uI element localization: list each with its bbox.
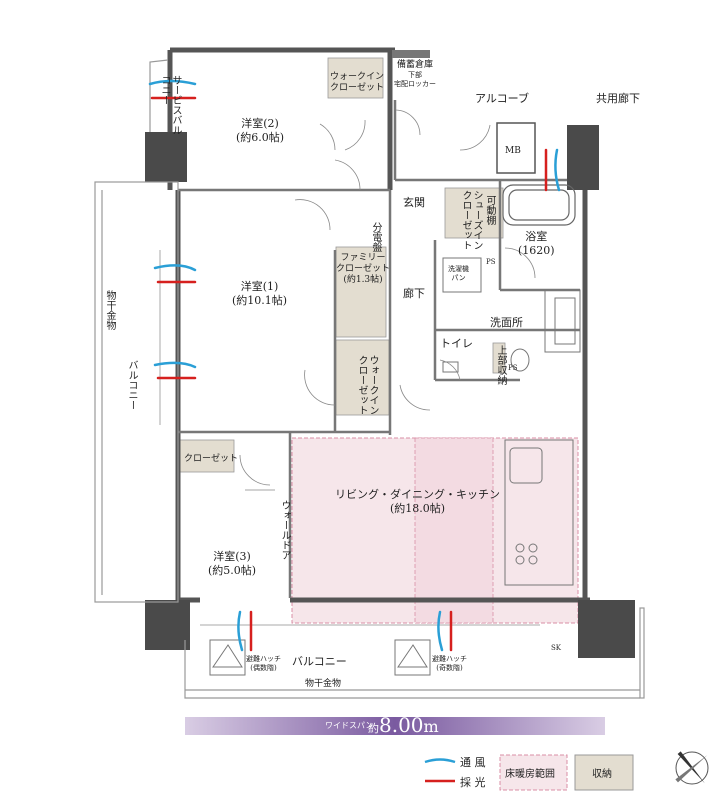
sk-label: SK	[551, 644, 562, 652]
mb-label: MB	[505, 146, 521, 156]
storage-legend-swatch	[574, 754, 634, 791]
ps-label-2: PS	[508, 364, 518, 372]
west-balcony-label: バルコニー	[126, 360, 137, 410]
door-swings	[239, 109, 536, 491]
north-compass-icon	[675, 751, 709, 785]
south-rail-label: 物干金物	[305, 679, 342, 689]
toilet-label: トイレ	[440, 337, 473, 350]
movable-shelf-label: 可動棚	[484, 195, 495, 225]
windows	[159, 250, 540, 626]
mb-box	[496, 122, 536, 174]
washroom-label: 洗面所	[490, 316, 523, 329]
ldk-label: リビング・ダイニング・キッチン(約18.0帖)	[335, 488, 500, 515]
closet-bedroom3-label: クローゼット	[184, 454, 239, 464]
balcony-outlines	[94, 59, 645, 699]
wide-span-label: ワイドスパン	[325, 721, 374, 730]
ventilation-legend-icon	[424, 758, 456, 764]
storage-areas	[177, 57, 506, 473]
legend-daylight-text: 採 光	[460, 776, 486, 789]
interior-walls	[178, 100, 580, 598]
legend-ventilation-text: 通 風	[460, 756, 486, 769]
kitchen-counter	[504, 439, 574, 586]
wide-span-value: 約8.00m	[368, 713, 439, 737]
bedroom2-label: 洋室(2)(約6.0帖)	[236, 117, 285, 144]
wind-light-arrows	[148, 79, 561, 652]
wic-bedroom2-label: ウォークイン クローゼット	[330, 72, 385, 93]
floor-heating-area	[291, 437, 579, 624]
hallway-label: 廊下	[403, 287, 425, 300]
distribution-board-label: 分電盤	[370, 222, 381, 252]
ps-label-1: PS	[486, 258, 496, 266]
columns	[145, 50, 635, 658]
washer-pan-label: 洗濯機パン	[448, 265, 469, 282]
escape-hatch-icons	[209, 639, 431, 676]
bath-label: 浴室(1620)	[518, 230, 555, 257]
hatch-odd-label: 避難ハッチ(奇数階)	[432, 655, 467, 672]
floor-heating-legend-swatch	[499, 754, 568, 791]
family-closet-label: ファミリー クローゼット (約1.3帖)	[336, 253, 391, 285]
wic-bedroom1-label: ウォークイン クローゼット	[356, 355, 378, 415]
legend-swatches	[424, 754, 634, 791]
legend-floor-heating-text: 床暖房範囲	[505, 769, 555, 780]
bedroom1-label: 洋室(1)(約10.1帖)	[232, 280, 288, 307]
shoe-closet-label: シューズイン クローゼット	[460, 190, 482, 250]
service-balcony-label: サービスバルコニー	[159, 75, 181, 135]
wall-door-label: ウォールドア	[279, 500, 290, 560]
bedroom3-label: 洋室(3)(約5.0帖)	[208, 550, 257, 577]
upper-shelf-label: 上部収納	[495, 345, 506, 385]
hatch-even-label: 避難ハッチ(偶数階)	[246, 655, 281, 672]
west-rail-label: 物干金物	[104, 290, 115, 330]
legend-storage-text: 収納	[592, 769, 612, 780]
wide-span-bar	[185, 717, 605, 735]
bathtub	[502, 184, 576, 226]
storage-label: 備蓄倉庫 下部 宅配ロッカー	[394, 60, 436, 88]
alcove-label: アルコーブ	[475, 92, 530, 105]
south-balcony-label: バルコニー	[292, 655, 347, 668]
common-corridor-label: 共用廊下	[596, 92, 640, 105]
entrance-label: 玄関	[403, 196, 425, 209]
washroom-fixtures	[442, 257, 581, 373]
